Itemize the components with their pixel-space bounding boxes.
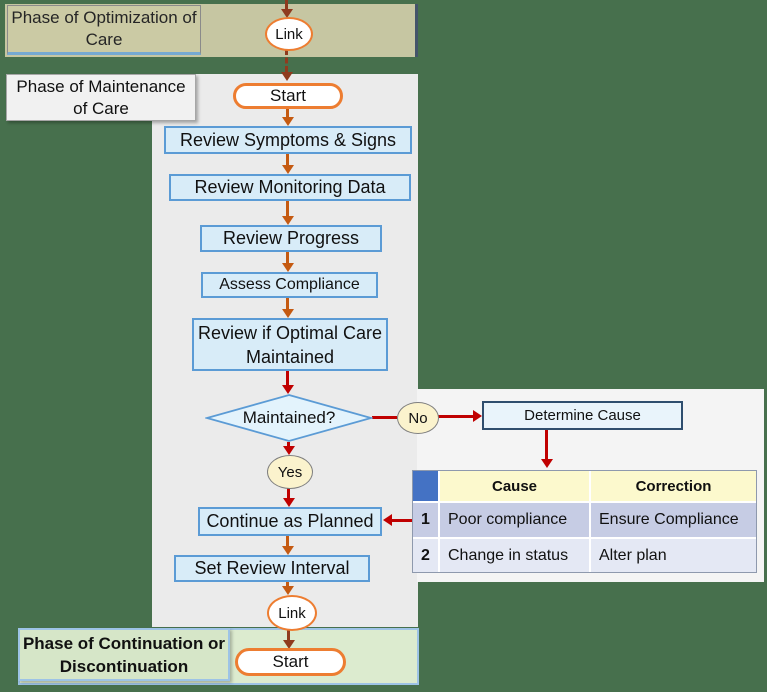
table-corner-cell [413,471,438,501]
optimization-phase-label: Phase of Optimization of Care [7,5,201,55]
arrow-decision-to-yes [287,442,290,446]
arrowhead [282,586,294,595]
arrowhead [282,216,294,225]
arrowhead [282,117,294,126]
link-connector-bottom: Link [267,595,317,631]
process-review-progress: Review Progress [200,225,382,252]
arrow-progress-to-compliance [286,251,289,263]
process-review-optimal-care: Review if Optimal Care Maintained [192,318,388,371]
process-determine-cause: Determine Cause [482,401,683,430]
arrowhead [282,309,294,318]
link-to-start-head [281,72,293,81]
arrow-yes-to-continue [287,488,290,498]
arrow-compliance-to-optimal [286,298,289,309]
table-row-number: 1 [413,503,438,537]
no-branch-label: No [397,402,439,434]
arrow-continue-to-interval [286,535,289,546]
link-arrow-top-head [281,9,293,18]
link-to-start-bottom-line [287,628,290,640]
arrowhead [541,459,553,468]
start-node-continuation: Start [235,648,346,676]
table-cell-correction: Ensure Compliance [591,503,756,537]
decision-diamond-label: Maintained? [242,408,336,427]
arrowhead [282,263,294,272]
cause-correction-table: Cause Correction 1 Poor compliance Ensur… [412,470,757,573]
arrow-symptoms-to-monitoring [286,152,289,165]
table-header-correction: Correction [591,471,756,501]
table-cell-cause: Change in status [440,539,589,572]
process-set-review-interval: Set Review Interval [174,555,370,582]
continuation-phase-label: Phase of Continuation or Discontinuation [18,628,230,681]
arrow-decision-to-no [372,416,397,419]
arrowhead [283,498,295,507]
link-arrow-top-line [285,0,288,9]
link-connector-top: Link [265,17,313,51]
process-assess-compliance: Assess Compliance [201,272,378,298]
process-review-symptoms: Review Symptoms & Signs [164,126,412,154]
table-cell-correction: Alter plan [591,539,756,572]
arrowhead [473,410,482,422]
start-node-maintenance: Start [233,83,343,109]
arrow-table-to-continue [392,519,412,522]
arrow-monitoring-to-progress [286,200,289,216]
process-continue-as-planned: Continue as Planned [198,507,382,536]
maintenance-phase-label: Phase of Maintenance of Care [6,74,196,121]
arrow-determine-to-table [545,428,548,459]
arrowhead [282,165,294,174]
arrowhead [282,546,294,555]
arrowhead [383,514,392,526]
arrow-start-to-symptoms [286,105,289,117]
table-header-cause: Cause [440,471,589,501]
link-to-start-bottom-head [283,640,295,649]
arrowhead [283,446,295,455]
yes-branch-label: Yes [267,455,313,489]
link-to-start-line [285,49,288,72]
table-cell-cause: Poor compliance [440,503,589,537]
process-review-monitoring: Review Monitoring Data [169,174,411,201]
arrowhead [282,385,294,394]
decision-diamond [205,394,373,442]
arrow-optimal-to-decision [286,371,289,385]
arrow-no-to-determine [438,415,473,418]
arrow-interval-to-link [286,581,289,586]
table-row-number: 2 [413,539,438,572]
